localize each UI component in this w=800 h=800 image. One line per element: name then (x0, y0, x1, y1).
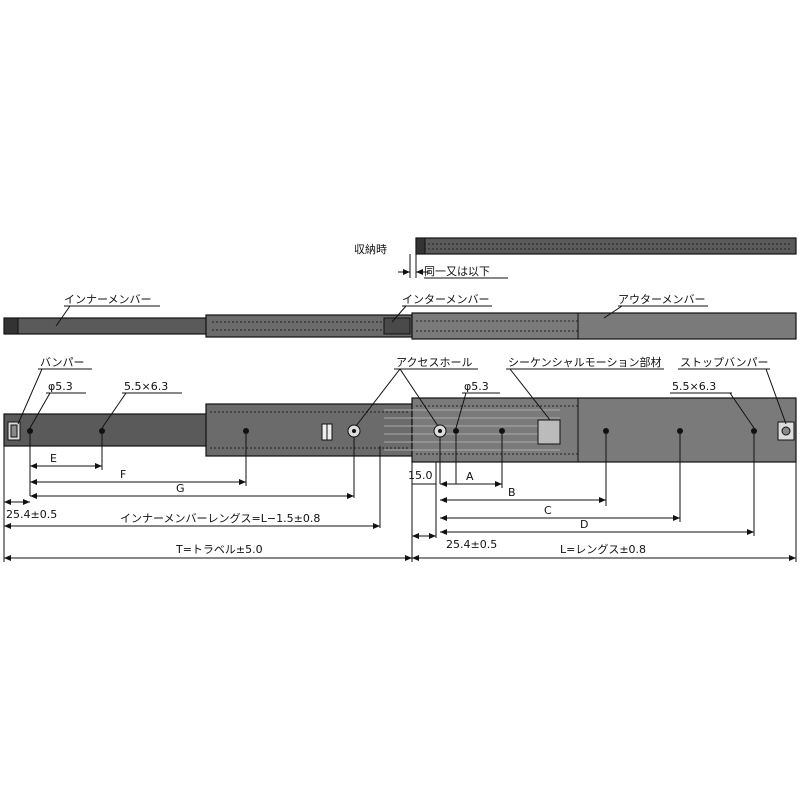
dim-E: E (50, 452, 57, 465)
intermediate-member (205, 314, 413, 338)
dim-length: L=レングス±0.8 (560, 542, 646, 556)
dim-travel: T=トラベル±5.0 (175, 543, 263, 556)
phi-right-label: φ5.3 (464, 380, 489, 393)
dim-right-offset: 25.4±0.5 (446, 538, 497, 551)
inner-member-label: インナーメンバー (64, 293, 152, 306)
hole-inner-1 (27, 428, 33, 434)
hole-outer-1 (453, 428, 459, 434)
phi-left-label: φ5.3 (48, 380, 73, 393)
sequential-motion-label: シーケンシャルモーション部材 (508, 355, 661, 369)
access-hole-label: アクセスホール (396, 356, 472, 369)
hole-outer-4 (677, 428, 683, 434)
hole-outer-2 (499, 428, 505, 434)
flush-or-below-label: 同一又は以下 (424, 265, 490, 278)
slot-left-label: 5.5×6.3 (124, 380, 168, 393)
inner-member (3, 317, 211, 335)
stop-bumper-label: ストップバンパー (680, 356, 769, 369)
outer-member (411, 312, 797, 340)
dimensions: E F G 25.4±0.5 インナーメンバーレングス=L−1.5±0.8 T=… (3, 434, 797, 562)
dim-C: C (544, 504, 552, 517)
dim-G: G (176, 482, 185, 495)
extended-view: インナーメンバー インターメンバー アウターメンバー (3, 293, 797, 340)
stored-state-label: 収納時 (354, 243, 387, 256)
hole-outer-5 (751, 428, 757, 434)
hole-inner-2 (99, 428, 105, 434)
intermediate-member-label: インターメンバー (402, 293, 490, 306)
slot-right-label: 5.5×6.3 (672, 380, 716, 393)
dim-right-gap: 15.0 (408, 469, 433, 482)
side-intermediate-member (205, 403, 413, 457)
hole-inner-3 (243, 428, 249, 434)
dim-inner-member: インナーメンバーレングス=L−1.5±0.8 (120, 511, 320, 525)
dim-B: B (508, 486, 516, 499)
hole-outer-3 (603, 428, 609, 434)
bumper-label: バンパー (40, 356, 85, 369)
dim-D: D (580, 518, 588, 531)
outer-member-label: アウターメンバー (618, 293, 706, 306)
dim-F: F (120, 468, 126, 481)
sequential-motion-part (537, 419, 561, 445)
dim-left-offset: 25.4±0.5 (6, 508, 57, 521)
stored-rail (415, 237, 797, 255)
side-view: バンパー φ5.3 5.5×6.3 アクセスホール φ5.3 シーケンシャルモー… (3, 355, 797, 463)
dim-A: A (466, 470, 474, 483)
stored-view: 収納時 同一又は以下 (354, 237, 797, 279)
